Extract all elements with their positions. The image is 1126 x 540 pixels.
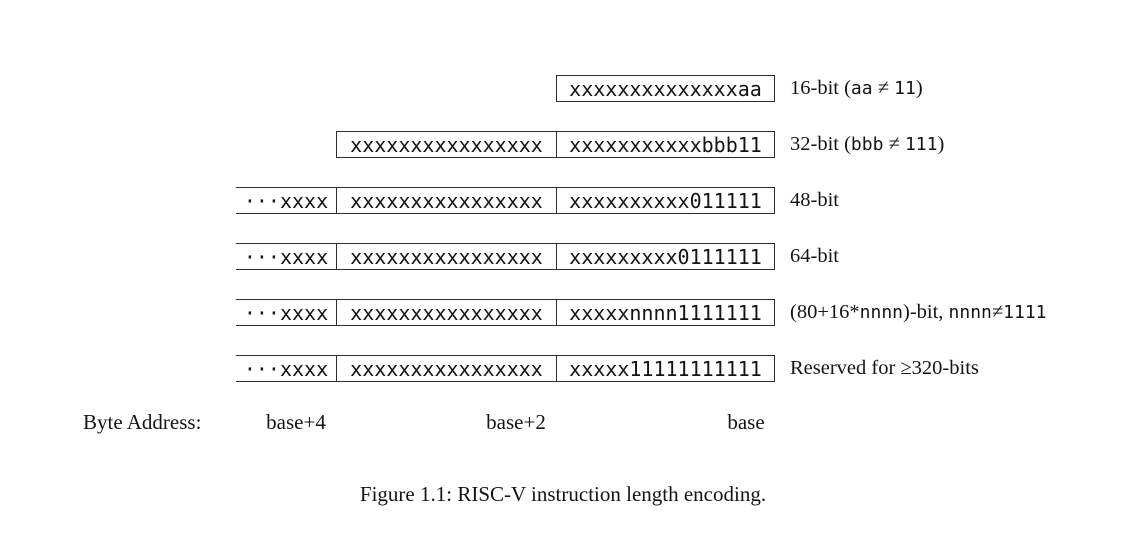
parcel-continuation-box: ···xxxx [236,243,337,270]
label-code-segment: 11 [894,78,916,99]
parcel-base-box: xxxxxxxxx0111111 [556,243,775,270]
encoding-row: xxxxxxxxxxxxxxaa 16-bit (aa ≠ 11) [0,75,1126,102]
byte-address-base: base [727,410,765,434]
byte-address-title: Byte Address: [83,410,202,434]
label-text-segment: 64-bit [790,245,839,267]
row-bit-length-label: 48-bit [790,187,839,214]
label-text-segment: 32-bit ( [790,133,851,155]
figure-caption: Figure 1.1: RISC-V instruction length en… [359,482,767,506]
label-code-segment: 1111 [1003,302,1047,323]
label-code-segment: 111 [904,134,938,155]
label-text-segment: ≠ [991,301,1004,323]
label-text-segment: 48-bit [790,189,839,211]
parcel-base-box: xxxxxxxxxxxbbb11 [556,131,775,158]
parcel-base-box: xxxxxxxxxxxxxxaa [556,75,775,102]
parcel-mid-box: xxxxxxxxxxxxxxxx [336,243,557,270]
parcel-base-box: xxxxxnnnn1111111 [556,299,775,326]
parcel-base-box: xxxxx11111111111 [556,355,775,382]
encoding-row: ···xxxx xxxxxxxxxxxxxxxx xxxxxxxxx011111… [0,243,1126,270]
encoding-row: xxxxxxxxxxxxxxxx xxxxxxxxxxxbbb11 32-bit… [0,131,1126,158]
label-code-segment: nnnn [859,302,903,323]
label-text-segment: 16-bit ( [790,77,851,99]
byte-address-base-plus-4: base+4 [266,410,326,434]
byte-address-base-plus-2: base+2 [486,410,546,434]
label-text-segment: Reserved for ≥320-bits [790,357,979,379]
label-text-segment: )-bit, [903,301,949,323]
row-bit-length-label: 32-bit (bbb ≠ 111) [790,131,944,158]
parcel-mid-box: xxxxxxxxxxxxxxxx [336,131,557,158]
label-code-segment: bbb [850,134,884,155]
parcel-continuation-box: ···xxxx [236,187,337,214]
row-bit-length-label: 16-bit (aa ≠ 11) [790,75,923,102]
parcel-continuation-box: ···xxxx [236,299,337,326]
row-bit-length-label: Reserved for ≥320-bits [790,355,979,382]
parcel-mid-box: xxxxxxxxxxxxxxxx [336,355,557,382]
row-bit-length-label: (80+16*nnnn)-bit, nnnn≠1111 [790,299,1047,326]
parcel-mid-box: xxxxxxxxxxxxxxxx [336,299,557,326]
label-code-segment: aa [850,78,873,99]
row-bit-length-label: 64-bit [790,243,839,270]
label-code-segment: nnnn [948,302,992,323]
label-text-segment: (80+16* [790,301,860,323]
parcel-base-box: xxxxxxxxxx011111 [556,187,775,214]
label-text-segment: ) [915,77,923,99]
parcel-mid-box: xxxxxxxxxxxxxxxx [336,187,557,214]
label-text-segment: ) [937,133,945,155]
parcel-continuation-box: ···xxxx [236,355,337,382]
label-text-segment: ≠ [872,77,895,99]
encoding-row: ···xxxx xxxxxxxxxxxxxxxx xxxxxxxxxx01111… [0,187,1126,214]
encoding-row: ···xxxx xxxxxxxxxxxxxxxx xxxxx1111111111… [0,355,1126,382]
label-text-segment: ≠ [883,133,905,155]
encoding-row: ···xxxx xxxxxxxxxxxxxxxx xxxxxnnnn111111… [0,299,1126,326]
